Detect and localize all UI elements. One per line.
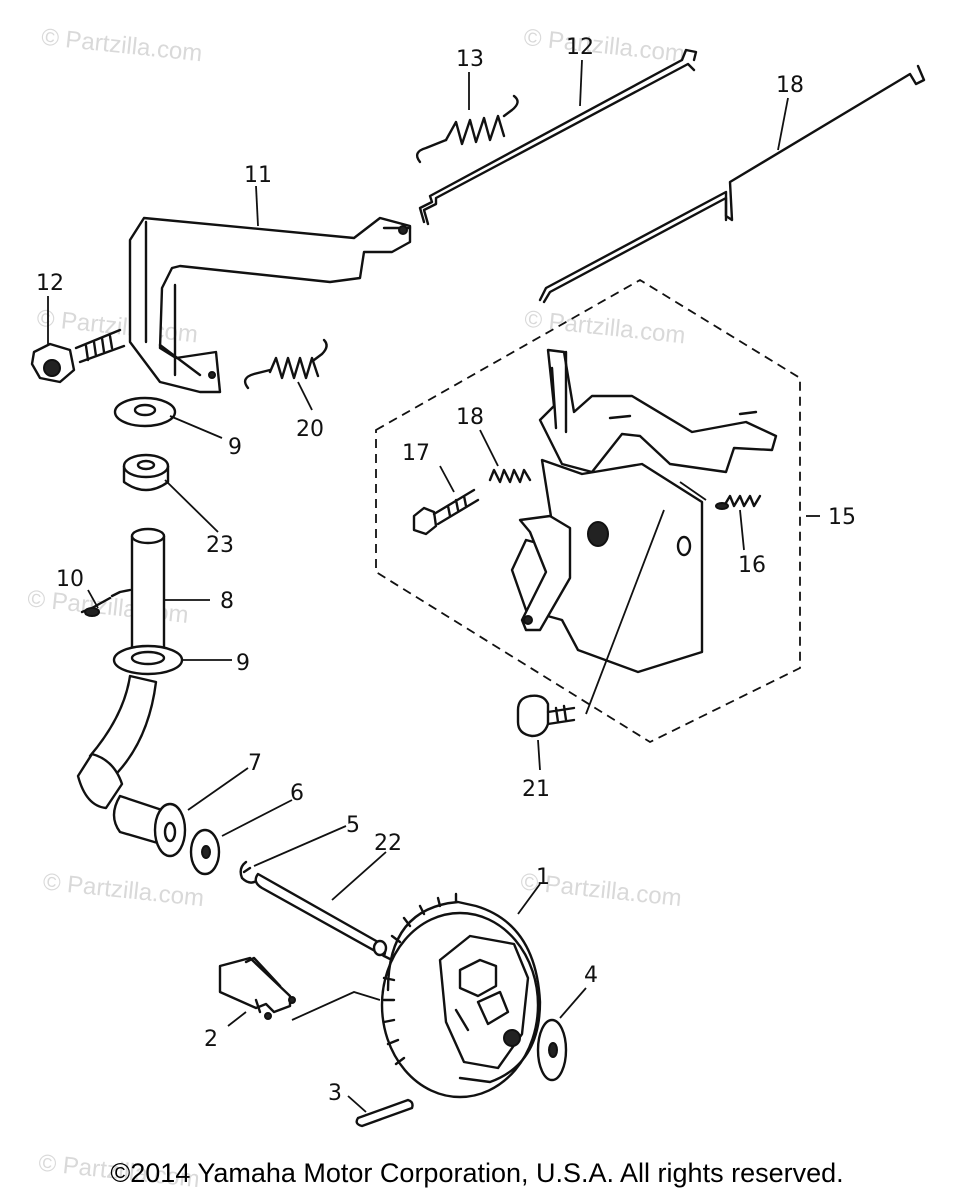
bolt-part-21 [516, 694, 576, 738]
spring-part-14 [415, 94, 519, 164]
nut-part-12 [30, 328, 126, 384]
clip-part-5 [239, 860, 260, 884]
bracket-part-11 [128, 216, 412, 394]
callout-label: 11 [244, 163, 272, 188]
gear-part-1 [380, 892, 542, 1099]
callout-label: 5 [346, 813, 360, 838]
callout-label: 7 [248, 751, 262, 776]
spring-part-18 [488, 468, 532, 484]
callout-label: 9 [228, 435, 242, 460]
watermark: © Partzilla.com [523, 306, 687, 350]
shaft-part-8 [76, 527, 184, 810]
watermark: © Partzilla.com [42, 868, 206, 912]
clip-part-10 [80, 588, 132, 617]
rod-part-13 [418, 48, 698, 226]
callout-label: 20 [296, 417, 324, 442]
callout-label: 8 [220, 589, 234, 614]
bolt-part-17 [412, 488, 480, 536]
washer-part-9-top [113, 396, 177, 428]
callout-label: 21 [522, 777, 550, 802]
callout-label: 3 [328, 1081, 342, 1106]
watermark: © Partzilla.com [40, 24, 204, 68]
spring-part-20 [243, 338, 328, 390]
shaft-part-22 [254, 872, 388, 958]
washer-part-4 [536, 1018, 568, 1082]
rod-part-19 [538, 64, 926, 304]
callout-labels: 13 12 18 11 12 20 9 23 8 9 10 17 18 16 1… [36, 35, 856, 1106]
callout-label: 2 [204, 1027, 218, 1052]
plate-part-2 [218, 956, 296, 1020]
callout-label: 18 [456, 405, 484, 430]
callout-label: 18 [776, 73, 804, 98]
watermark: © Partzilla.com [523, 24, 687, 68]
callout-label: 22 [374, 831, 402, 856]
callout-label: 4 [584, 963, 598, 988]
watermark: © Partzilla.com [26, 585, 190, 629]
leader-lines [47, 59, 820, 1113]
lever-part-15 [510, 348, 778, 674]
assembly-boundary-part-15 [375, 278, 801, 744]
bushing-part-7 [112, 794, 187, 858]
callout-label: 16 [738, 553, 766, 578]
callout-label: 1 [536, 865, 550, 890]
callout-label: 6 [290, 781, 304, 806]
callout-label: 12 [566, 35, 594, 60]
collar-part-23 [122, 453, 170, 492]
callout-label: 13 [456, 47, 484, 72]
callout-label: 15 [828, 505, 856, 530]
callout-label: 23 [206, 533, 234, 558]
callout-label: 17 [402, 441, 430, 466]
callout-label: 10 [56, 567, 84, 592]
washer-part-6 [189, 828, 221, 876]
spring-part-16 [715, 494, 762, 510]
callout-label: 9 [236, 651, 250, 676]
callout-label: 12 [36, 271, 64, 296]
copyright-notice: ©2014 Yamaha Motor Corporation, U.S.A. A… [110, 1158, 844, 1188]
pin-part-3 [355, 1098, 414, 1128]
